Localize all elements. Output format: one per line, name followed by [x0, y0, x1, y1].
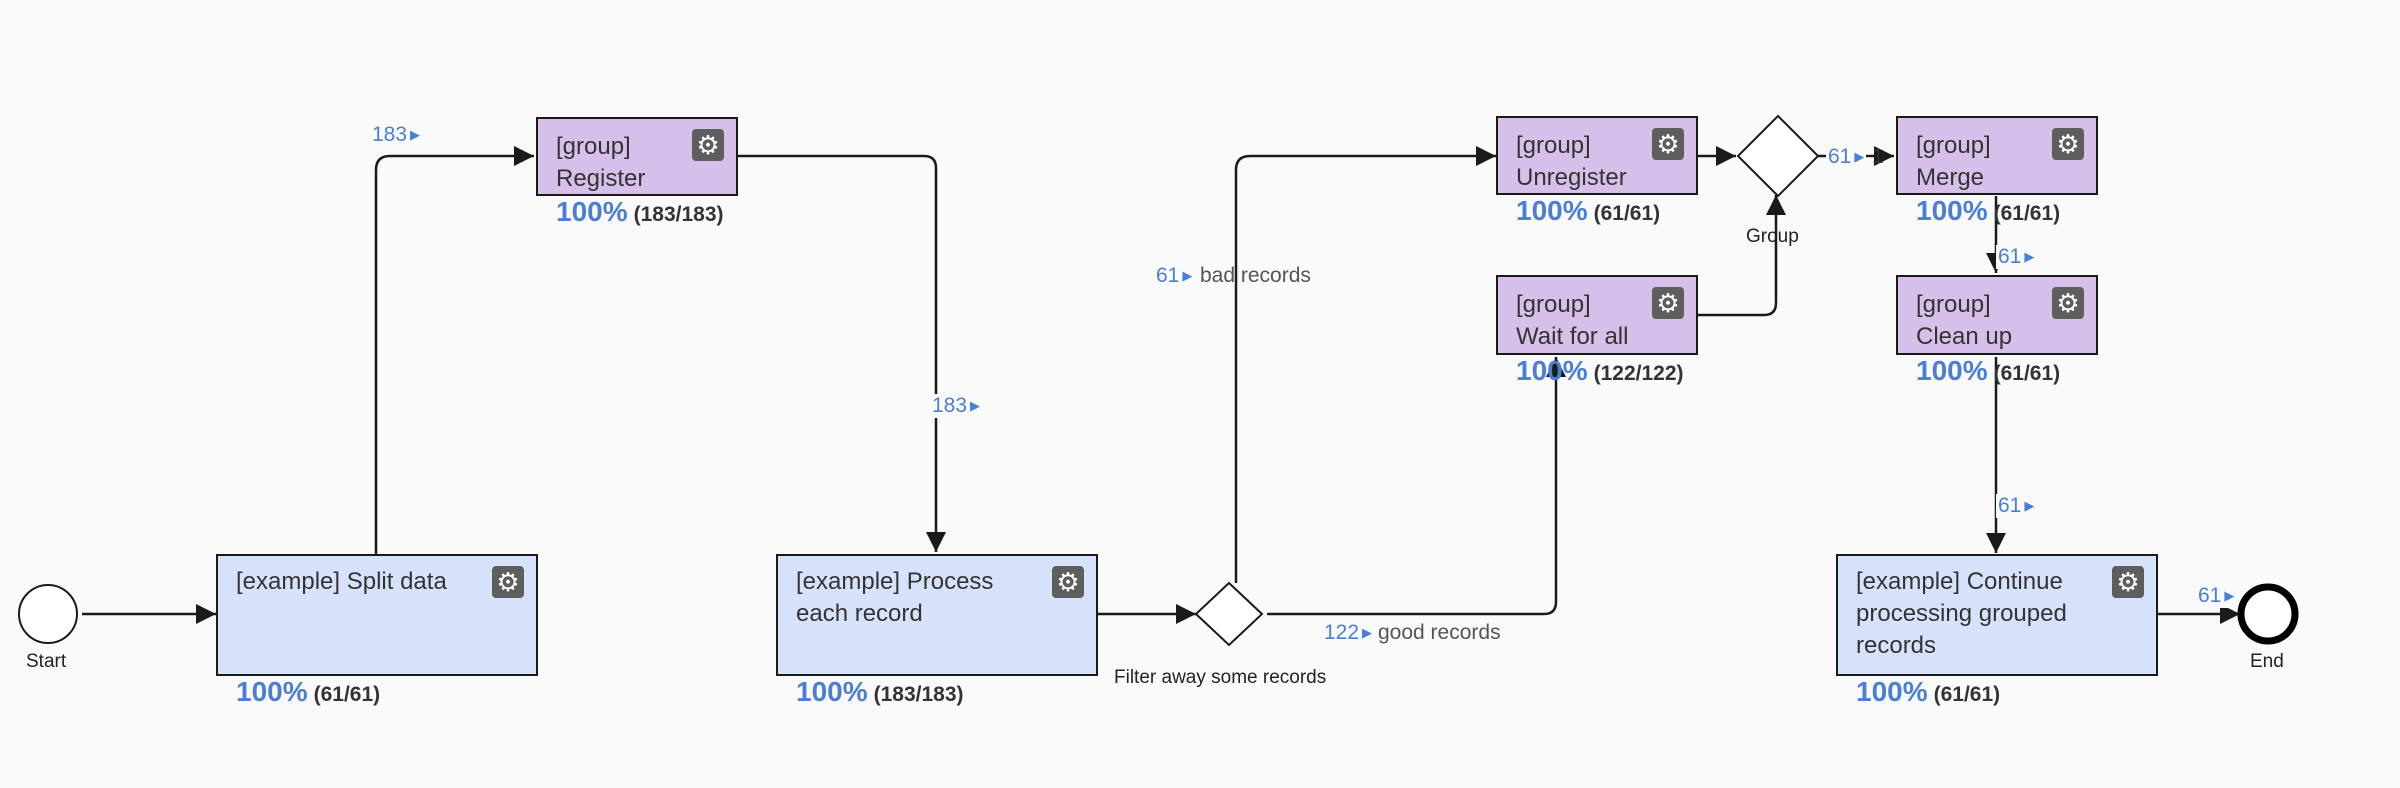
- edge-label-bad: bad records: [1200, 264, 1311, 287]
- end-label: End: [2250, 651, 2284, 672]
- edge-wait-group: [1698, 195, 1786, 317]
- edge-count-value: 122: [1324, 621, 1360, 644]
- gear-icon[interactable]: ⚙: [1652, 128, 1684, 160]
- task-title: [example] Continue processing grouped re…: [1856, 568, 2067, 659]
- edge-filter-unregister: [1234, 146, 1496, 583]
- filter-gateway-label: Filter away some records: [1114, 667, 1327, 688]
- progress-merge: 100%(61/61): [1916, 195, 2060, 227]
- group-name: Wait for all: [1516, 323, 1629, 350]
- progress-percent: 100%: [1916, 355, 1988, 386]
- group-name: Unregister: [1516, 164, 1627, 191]
- edge-count-value: 183: [932, 394, 968, 417]
- progress-percent: 100%: [1916, 195, 1988, 226]
- task-split-data[interactable]: [example] Split data ⚙: [216, 554, 538, 676]
- group-name: Clean up: [1916, 323, 2013, 350]
- group-gateway-label: Group: [1746, 226, 1799, 247]
- start-label: Start: [26, 651, 67, 672]
- gear-icon[interactable]: ⚙: [692, 129, 724, 161]
- progress-percent: 100%: [556, 196, 628, 227]
- progress-register: 100%(183/183): [556, 196, 724, 228]
- progress-wait: 100%(122/122): [1516, 355, 1684, 387]
- progress-split: 100%(61/61): [236, 676, 380, 708]
- group-type: [group]: [1516, 132, 1591, 159]
- edge-count-to-continue[interactable]: 61▶: [1996, 494, 2037, 518]
- gear-icon[interactable]: ⚙: [1052, 566, 1084, 598]
- end-event: [2237, 583, 2299, 645]
- edge-count-to-cleanup[interactable]: 61▶: [1996, 245, 2037, 269]
- task-continue-processing[interactable]: [example] Continue processing grouped re…: [1836, 554, 2158, 676]
- edge-filter-wait: [1267, 357, 1566, 616]
- start-event: [18, 584, 78, 644]
- play-arrow-icon: ▶: [970, 398, 981, 413]
- group-type: [group]: [1916, 132, 1991, 159]
- task-title: [example] Process each record: [796, 568, 994, 627]
- edge-count-bad[interactable]: 61▶: [1154, 264, 1195, 288]
- progress-percent: 100%: [1856, 676, 1928, 707]
- filter-gateway: [1194, 581, 1264, 647]
- edge-count-value: 183: [372, 123, 408, 146]
- progress-count: (61/61): [1593, 202, 1661, 225]
- gear-icon[interactable]: ⚙: [492, 566, 524, 598]
- task-process-each-record[interactable]: [example] Process each record ⚙: [776, 554, 1098, 676]
- progress-count: (61/61): [1933, 683, 2001, 706]
- group-type: [group]: [1916, 291, 1991, 318]
- edge-count-value: 61: [1828, 145, 1852, 168]
- edge-count-good[interactable]: 122▶: [1322, 621, 1375, 645]
- group-type: [group]: [556, 133, 631, 160]
- gear-icon[interactable]: ⚙: [2052, 128, 2084, 160]
- edge-count-to-register[interactable]: 183▶: [370, 123, 423, 147]
- edge-count-to-process[interactable]: 183▶: [930, 394, 983, 418]
- group-unregister[interactable]: [group] Unregister ⚙: [1496, 116, 1698, 195]
- group-type: [group]: [1516, 291, 1591, 318]
- progress-count: (61/61): [313, 683, 381, 706]
- progress-percent: 100%: [236, 676, 308, 707]
- progress-process: 100%(183/183): [796, 676, 964, 708]
- edge-count-value: 61: [1998, 494, 2022, 517]
- play-arrow-icon: ▶: [2024, 498, 2035, 513]
- progress-count: (61/61): [1993, 362, 2061, 385]
- progress-percent: 100%: [1516, 195, 1588, 226]
- progress-count: (183/183): [873, 683, 964, 706]
- progress-count: (122/122): [1593, 362, 1684, 385]
- play-arrow-icon: ▶: [1854, 149, 1865, 164]
- play-arrow-icon: ▶: [410, 127, 421, 142]
- edge-register-process: [738, 154, 946, 552]
- edge-multiplier-merge: 1: [1872, 145, 1884, 168]
- group-name: Merge: [1916, 164, 1985, 191]
- group-clean-up[interactable]: [group] Clean up ⚙: [1896, 275, 2098, 355]
- progress-unregister: 100%(61/61): [1516, 195, 1660, 227]
- progress-continue: 100%(61/61): [1856, 676, 2000, 708]
- edge-count-value: 61: [1156, 264, 1180, 287]
- gear-icon[interactable]: ⚙: [2052, 287, 2084, 319]
- edge-count-value: 61: [2198, 584, 2222, 607]
- play-arrow-icon: ▶: [1362, 625, 1373, 640]
- gear-icon[interactable]: ⚙: [2112, 566, 2144, 598]
- play-arrow-icon: ▶: [2024, 249, 2035, 264]
- progress-cleanup: 100%(61/61): [1916, 355, 2060, 387]
- progress-percent: 100%: [1516, 355, 1588, 386]
- play-arrow-icon: ▶: [2224, 588, 2235, 603]
- edge-count-to-end[interactable]: 61▶: [2196, 584, 2237, 608]
- group-register[interactable]: [group] Register ⚙: [536, 117, 738, 196]
- edge-count-value: 61: [1998, 245, 2022, 268]
- gear-icon[interactable]: ⚙: [1652, 287, 1684, 319]
- play-arrow-icon: ▶: [1182, 268, 1193, 283]
- edge-label-good: good records: [1378, 621, 1501, 644]
- group-gateway: [1736, 114, 1820, 198]
- group-merge[interactable]: [group] Merge ⚙: [1896, 116, 2098, 195]
- group-name: Register: [556, 165, 646, 192]
- task-title: [example] Split data: [236, 568, 447, 595]
- progress-count: (61/61): [1993, 202, 2061, 225]
- progress-count: (183/183): [633, 203, 724, 226]
- group-wait-for-all[interactable]: [group] Wait for all ⚙: [1496, 275, 1698, 355]
- progress-percent: 100%: [796, 676, 868, 707]
- edge-count-to-merge[interactable]: 61▶: [1826, 145, 1867, 169]
- edge-split-register: [374, 146, 534, 554]
